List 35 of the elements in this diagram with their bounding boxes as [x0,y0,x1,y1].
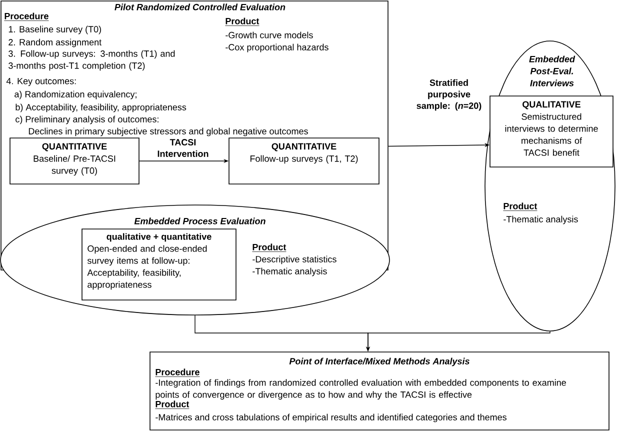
list-item: -Growth curve models [226,32,313,38]
box-text: Baseline/ Pre-TACSI survey (T0) [34,155,116,176]
edge-label: Stratified purposive sample: (n=20) [416,79,482,111]
body-text: -Matrices and cross tabulations of empirical results and identified categories and themes [156,414,506,422]
section-title: Embedded Process Evaluation [134,218,266,224]
body-text: -Integration of findings from randomized controlled evaluation with embedded components to examine points of convergence or divergence as to how and why the TACSI is effective [156,379,566,400]
section-heading: Product [252,244,286,252]
section-heading: Product [503,202,538,211]
section-heading: Product [225,18,260,26]
list-item: -Thematic analysis [504,216,578,224]
section-heading: Procedure [4,12,49,21]
list-item: 1. Baseline survey (T0) [8,26,101,34]
box-text: Follow-up surveys (T1, T2) [250,155,358,164]
list-item: a) Randomization equivalency; [14,90,136,100]
list-item: Declines in primary subjective stressors and global negative outcomes [28,128,308,136]
list-item: -Descriptive statistics [252,256,336,264]
list-item: b) Acceptability, feasibility, appropriateness [16,104,186,112]
list-item: 3. Follow-up surveys: 3-months (T1) and 3-months post-T1 completion (T2) [8,50,175,71]
list-item: c) Preliminary analysis of outcomes: [16,116,158,124]
list-item: -Cox proportional hazards [226,44,328,52]
edge-label: TACSI Intervention [158,139,208,157]
box-heading: QUANTITATIVE [272,143,336,152]
section-heading: Procedure [155,368,200,377]
box-heading: QUANTITATIVE [42,143,107,152]
section-title: Embedded Post-Eval. Interviews [529,56,576,86]
box-text: Open-ended and close-ended survey items at follow-up: Acceptability, feasibility, appropriateness [87,245,207,290]
list-item: 2. Random assignment [8,38,102,48]
box-heading: QUALITATIVE [522,101,580,110]
list-item: 4. Key outcomes: [6,78,76,86]
section-title: Pilot Randomized Controlled Evaluation [114,4,286,10]
section-heading: Product [155,400,190,409]
box-text: Semistructured interviews to determine mechanisms of TACSI benefit [505,113,598,156]
section-title: Point of Interface/Mixed Methods Analysis [289,358,470,366]
list-item: -Thematic analysis [252,268,327,276]
box-heading: qualitative + quantitative [106,233,212,242]
